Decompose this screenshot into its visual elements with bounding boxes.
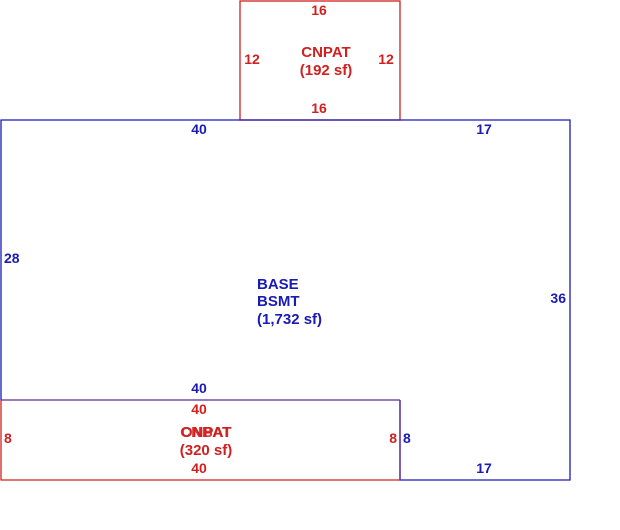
onpat-name: ONPAT xyxy=(181,424,231,441)
base-area: (1,732 sf) xyxy=(257,311,322,328)
base-subname: BSMT xyxy=(257,293,300,310)
onpat-dim-right: 8 xyxy=(389,430,397,446)
base-dim-top-right: 17 xyxy=(476,121,492,137)
onpat-overlap-name: CNBAT xyxy=(180,424,231,441)
onpat-area: (320 sf) xyxy=(180,442,233,459)
onpat-dim-bottom: 40 xyxy=(191,460,207,476)
cnpat-area: (192 sf) xyxy=(300,62,353,79)
cnpat-dim-left: 12 xyxy=(244,51,260,67)
base-dim-top-left: 40 xyxy=(191,121,207,137)
base-dim-inner-right: 8 xyxy=(403,430,411,446)
base-dim-left: 28 xyxy=(4,250,20,266)
onpat-outline xyxy=(0,400,400,481)
base-dim-inner-bottom: 40 xyxy=(191,380,207,396)
base-name: BASE xyxy=(257,276,299,293)
cnpat-dim-bottom: 16 xyxy=(311,100,327,116)
onpat-dim-left: 8 xyxy=(4,430,12,446)
cnpat-name: CNPAT xyxy=(301,44,350,61)
base-dim-right: 36 xyxy=(550,290,566,306)
base-dim-bottom-right: 17 xyxy=(476,460,492,476)
cnpat-dim-top: 16 xyxy=(311,2,327,18)
onpat-dim-top: 40 xyxy=(191,401,207,417)
cnpat-dim-right: 12 xyxy=(378,51,394,67)
